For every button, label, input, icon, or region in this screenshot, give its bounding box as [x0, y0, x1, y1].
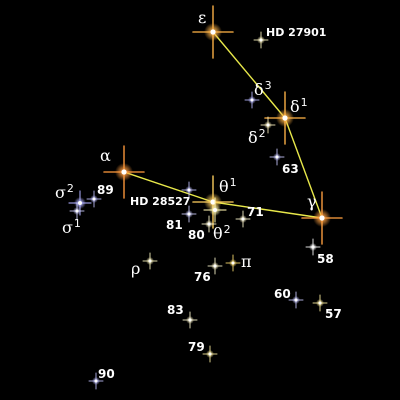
star-epsilon	[192, 5, 234, 59]
label-theta1: θ1	[219, 177, 237, 195]
label-s83: 83	[167, 304, 184, 316]
star-s60	[288, 291, 304, 309]
label-s81: 81	[166, 219, 183, 231]
star-theta2	[203, 197, 227, 223]
label-s60: 60	[274, 288, 291, 300]
label-hd27901: HD 27901	[266, 27, 326, 38]
label-superscript-delta2: 2	[258, 127, 266, 140]
label-sigma1: σ1	[62, 218, 81, 236]
label-text-s90: 90	[98, 367, 115, 381]
label-superscript-delta3: 3	[264, 79, 272, 92]
constellation-line-epsilon-delta1	[212, 31, 286, 119]
label-hd28527: HD 28527	[130, 196, 190, 207]
label-s79: 79	[188, 341, 205, 353]
label-text-s71: 71	[247, 205, 264, 219]
label-rho: ρ	[131, 261, 140, 277]
label-delta2: δ2	[248, 128, 266, 146]
label-sigma2: σ2	[55, 183, 74, 201]
star-alpha	[103, 145, 145, 199]
label-superscript-sigma1: 1	[73, 217, 81, 230]
star-hd27901	[253, 31, 269, 49]
star-s89	[86, 190, 102, 208]
star-pi	[225, 254, 241, 272]
star-s63	[269, 148, 285, 166]
label-s58: 58	[317, 253, 334, 265]
label-text-delta3: δ	[254, 80, 264, 99]
star-delta1	[264, 91, 306, 145]
label-s57: 57	[325, 308, 342, 320]
star-s83	[182, 311, 198, 329]
label-text-alpha: α	[100, 146, 111, 165]
star-rho	[142, 252, 158, 270]
label-gamma: γ	[307, 194, 317, 210]
star-s90	[88, 372, 104, 390]
label-superscript-delta1: 1	[300, 96, 308, 109]
label-text-theta2: θ	[213, 224, 223, 243]
label-delta3: δ3	[254, 80, 272, 98]
star-hd28527	[181, 181, 197, 199]
label-text-theta1: θ	[219, 177, 229, 196]
label-theta2: θ2	[213, 224, 231, 242]
label-s90: 90	[98, 368, 115, 380]
label-delta1: δ1	[290, 97, 308, 115]
label-text-s81: 81	[166, 218, 183, 232]
label-pi: π	[241, 254, 252, 270]
star-delta3	[244, 91, 260, 109]
star-s80	[201, 215, 217, 233]
constellation-line-alpha-theta1	[123, 171, 214, 203]
star-delta2	[260, 116, 276, 134]
label-s89: 89	[97, 184, 114, 196]
label-s80: 80	[188, 229, 205, 241]
label-text-s60: 60	[274, 287, 291, 301]
star-sigma1	[69, 202, 85, 220]
label-text-s57: 57	[325, 307, 342, 321]
label-s76: 76	[194, 271, 211, 283]
star-s71	[235, 210, 251, 228]
star-gamma	[301, 191, 343, 245]
star-s79	[202, 345, 218, 363]
star-s81	[181, 205, 197, 223]
label-s63: 63	[282, 163, 299, 175]
label-text-sigma1: σ	[62, 218, 73, 237]
label-text-s58: 58	[317, 252, 334, 266]
label-text-epsilon: ε	[198, 8, 207, 27]
label-superscript-sigma2: 2	[66, 182, 74, 195]
label-text-s89: 89	[97, 183, 114, 197]
label-text-s83: 83	[167, 303, 184, 317]
constellation-line-theta1-gamma	[212, 201, 323, 219]
label-text-rho: ρ	[131, 259, 141, 278]
label-superscript-theta2: 2	[223, 223, 231, 236]
label-text-hd28527: HD 28527	[130, 195, 191, 208]
label-text-s63: 63	[282, 162, 299, 176]
label-text-delta2: δ	[248, 128, 258, 147]
constellation-lines	[123, 31, 323, 219]
star-s76	[207, 257, 223, 275]
star-s57	[312, 294, 328, 312]
label-epsilon: ε	[198, 10, 206, 26]
label-text-s79: 79	[188, 340, 205, 354]
star-s58	[305, 238, 321, 256]
label-text-sigma2: σ	[55, 183, 66, 202]
label-text-pi: π	[241, 252, 252, 271]
label-text-s80: 80	[188, 228, 205, 242]
stars	[68, 5, 343, 390]
label-alpha: α	[100, 148, 111, 164]
label-superscript-theta1: 1	[229, 176, 237, 189]
label-s71: 71	[247, 206, 264, 218]
label-text-delta1: δ	[290, 97, 300, 116]
label-text-s76: 76	[194, 270, 211, 284]
label-text-hd27901: HD 27901	[266, 26, 327, 39]
constellation-line-delta1-gamma	[284, 117, 323, 219]
label-text-gamma: γ	[307, 192, 317, 211]
